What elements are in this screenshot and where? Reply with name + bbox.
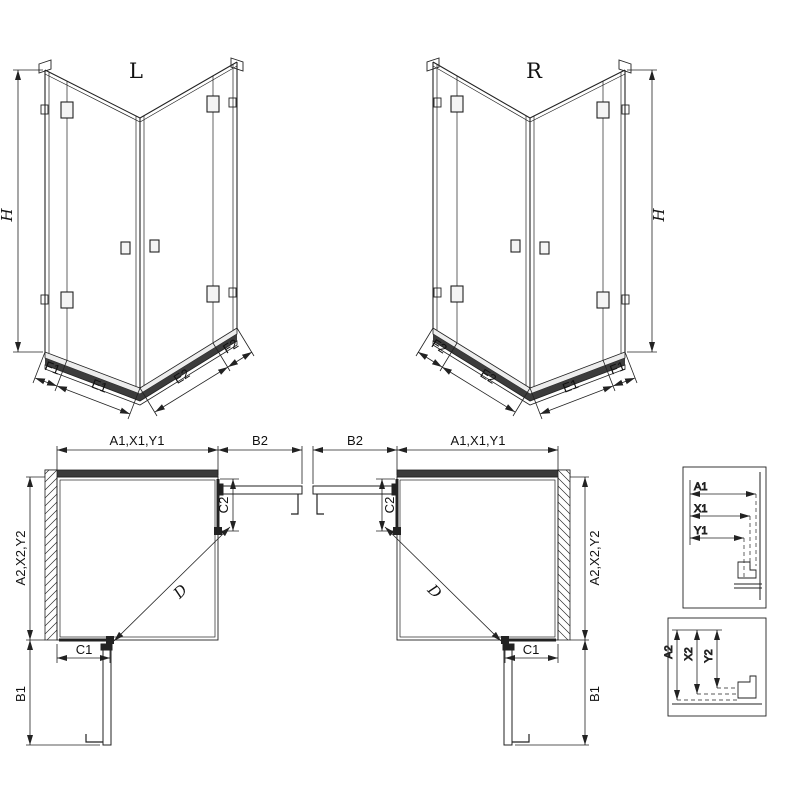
plan-geometry-mirrored xyxy=(313,446,589,745)
detail-depth-dim-lines xyxy=(674,630,720,700)
detail-a2-label: A2 xyxy=(663,645,675,658)
detail-width-frame xyxy=(682,466,767,609)
detail-width-box: A1 X1 Y1 xyxy=(682,466,767,609)
plan-right-depth-label: A2,X2,Y2 xyxy=(587,531,602,586)
plan-right-c2-label: C2 xyxy=(382,497,397,514)
iso-left-e1-label: E1 xyxy=(90,376,110,396)
plan-right-c1-label: C1 xyxy=(523,642,540,657)
iso-left-f2-label: F2 xyxy=(220,336,241,357)
detail-a1-label: A1 xyxy=(694,481,707,493)
iso-right-height-dim-label: H xyxy=(650,208,668,223)
detail-depth-box: A2 X2 Y2 xyxy=(663,617,767,717)
detail-x1-label: X1 xyxy=(694,503,707,515)
iso-left-e2-label: E2 xyxy=(171,366,192,387)
wall-profile-section xyxy=(737,675,757,699)
detail-y2-label: Y2 xyxy=(703,649,715,662)
plan-right-width-label: A1,X1,Y1 xyxy=(451,433,506,448)
iso-left-height-dim-label: H xyxy=(0,208,16,223)
plan-left-drawing: A1,X1,Y1 B2 A2,X2,Y2 B1 C1 C2 D xyxy=(13,433,302,745)
iso-right-variant-label: R xyxy=(526,59,543,83)
wall-profile-section xyxy=(734,561,762,589)
detail-depth-frame xyxy=(667,617,767,717)
iso-left-f1-label: F1 xyxy=(43,358,63,377)
plan-right-b2-label: B2 xyxy=(347,433,363,448)
iso-right-e1-label: E1 xyxy=(560,376,580,396)
plan-left-depth-label: A2,X2,Y2 xyxy=(13,531,28,586)
plan-left-width-label: A1,X1,Y1 xyxy=(110,433,165,448)
plan-left-c1-label: C1 xyxy=(76,642,93,657)
plan-left-b1-label: B1 xyxy=(13,686,28,702)
iso-left-drawing: L H F1 E1 E2 F2 xyxy=(0,58,254,419)
plan-right-drawing: A1,X1,Y1 B2 A2,X2,Y2 B1 C1 C2 D xyxy=(313,433,602,745)
iso-right-f1-label: F1 xyxy=(608,358,628,377)
detail-x2-label: X2 xyxy=(683,647,695,660)
iso-right-drawing: R H F2 E2 E1 F1 xyxy=(416,58,668,419)
plan-left-b2-label: B2 xyxy=(252,433,268,448)
iso-right-e2-label: E2 xyxy=(478,366,499,387)
plan-left-d-label: D xyxy=(169,581,191,603)
detail-width-dim-lines xyxy=(690,491,756,541)
plan-geometry xyxy=(26,446,302,745)
iso-left-variant-label: L xyxy=(129,59,143,83)
plan-right-b1-label: B1 xyxy=(587,686,602,702)
detail-y1-label: Y1 xyxy=(694,525,707,537)
iso-right-f2-label: F2 xyxy=(429,336,450,357)
plan-left-c2-label: C2 xyxy=(216,497,231,514)
